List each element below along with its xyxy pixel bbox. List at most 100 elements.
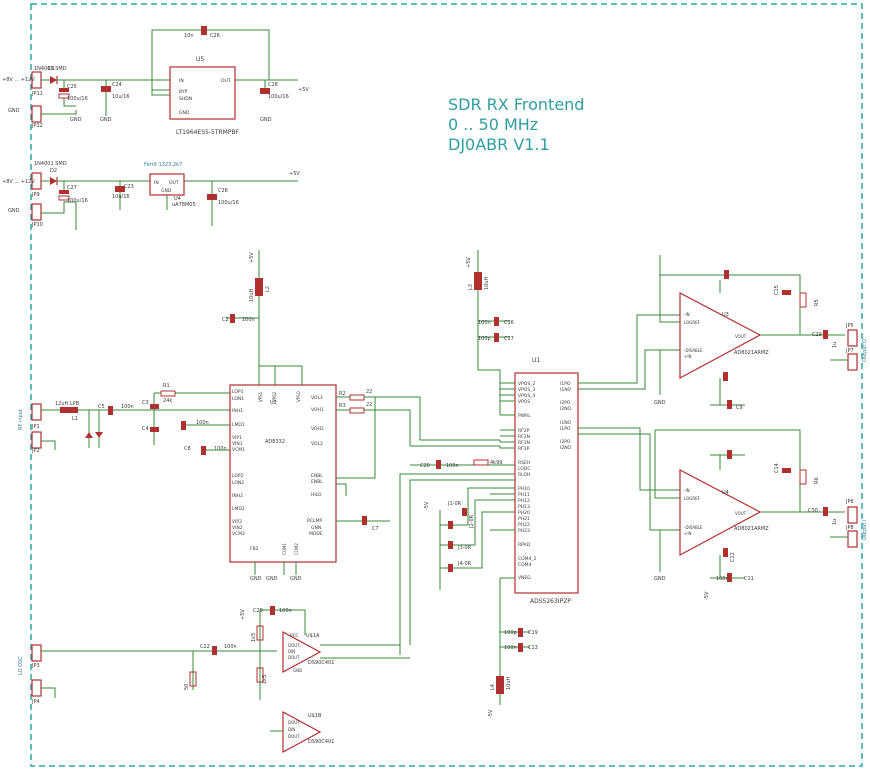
c2-name: C2 bbox=[222, 317, 229, 323]
u1-pin-vpos2: VPOS_2 bbox=[518, 381, 535, 387]
u1-pin-lodc: LODC bbox=[518, 466, 531, 472]
u2-bottom-pins: COM1 COM2 bbox=[282, 543, 299, 555]
u2-name: U2 bbox=[270, 400, 277, 406]
jp7-label: JP7 bbox=[845, 348, 854, 354]
cap-c5 bbox=[108, 406, 113, 415]
resistor-r6 bbox=[799, 469, 807, 485]
resistor-r2 bbox=[349, 394, 365, 401]
u2-pin-lop2: LOP2 bbox=[232, 473, 244, 479]
u2-pin-inh1: INH1 bbox=[232, 408, 243, 414]
u1-pin-i2po: I2PO bbox=[560, 400, 571, 406]
pwr-b-label: +8V ... +12V bbox=[2, 179, 35, 185]
u4r-name: U4 bbox=[174, 196, 181, 202]
u1-part: ADS5263IPZP bbox=[530, 598, 571, 605]
connector-jp10[interactable]: JP10 bbox=[31, 203, 43, 228]
u4-gnd: GND bbox=[654, 576, 666, 582]
lo-osc-label: LO OSC bbox=[18, 656, 24, 675]
jp3-label: JP3 bbox=[31, 663, 40, 669]
r5-name: R5 bbox=[814, 299, 820, 306]
r1-name: R1 bbox=[163, 383, 170, 389]
connector-jp1[interactable]: JP1 bbox=[31, 403, 42, 430]
jumper-j3[interactable] bbox=[448, 541, 453, 549]
u1-pin-rseh: RSEH bbox=[518, 460, 530, 466]
jumper-j2[interactable] bbox=[462, 508, 467, 516]
connector-jp5[interactable]: JP5 bbox=[845, 323, 858, 347]
c7-name: C7 bbox=[372, 526, 379, 532]
u1-pin-rf3n: RF3N bbox=[518, 440, 530, 446]
cap-c22 bbox=[212, 646, 217, 655]
u1-pin-com42: COM4_2 bbox=[518, 556, 537, 562]
u1-pin-i2no: I2NO bbox=[560, 406, 572, 412]
jp6-label: JP6 bbox=[845, 499, 854, 505]
gnd-label-1: GND bbox=[8, 108, 20, 114]
c16-name: C16 bbox=[504, 320, 514, 326]
u4-name: U4 bbox=[722, 490, 729, 496]
jp9-label: JP9 bbox=[31, 192, 40, 198]
connector-jp12[interactable]: JP12 bbox=[31, 105, 43, 129]
u2-pin-rclmp: RCLMP bbox=[307, 518, 322, 524]
c17-name: C17 bbox=[504, 336, 514, 342]
c23-value: 10u/16 bbox=[112, 194, 130, 200]
cap-c27 bbox=[59, 190, 69, 194]
gnd-2: GND bbox=[100, 117, 112, 123]
c26-name: C26 bbox=[210, 33, 220, 39]
r2-value: 22 bbox=[366, 389, 372, 395]
d1-part: 1N4001 SMD bbox=[34, 66, 67, 72]
d2-name: D2 bbox=[50, 168, 57, 174]
gnd-3: GND bbox=[260, 117, 272, 123]
c19-name: C19 bbox=[528, 630, 538, 636]
p5v-label-1: +5V bbox=[298, 87, 309, 93]
u1-pin-q2po: I2PO bbox=[560, 439, 571, 445]
jp5-label: JP5 bbox=[845, 323, 854, 329]
c4-name: C4 bbox=[142, 426, 149, 432]
u1-pin-vpos3: VPOS_3 bbox=[518, 387, 535, 393]
u1-pin-rpad: RPAD bbox=[518, 542, 531, 548]
u2-pin-hilo: HILO bbox=[311, 492, 322, 498]
cap-c9 bbox=[727, 400, 732, 409]
resistor-r4 bbox=[473, 459, 489, 466]
cap-c7 bbox=[362, 516, 367, 525]
c30-name: C30 bbox=[808, 508, 818, 514]
u2-pin-vip1: VIP1 bbox=[232, 435, 242, 441]
r2-name: R2 bbox=[339, 391, 346, 397]
jumper-j1[interactable] bbox=[448, 521, 453, 529]
u1a-pin-dout2: DOUT bbox=[288, 655, 300, 660]
driver-u1b: U$1B DS90C401 DOUT DIN DOUT bbox=[282, 710, 334, 754]
cap-c2 bbox=[230, 314, 235, 323]
c26-value: 10n bbox=[184, 33, 194, 39]
connector-jp11[interactable]: JP11 bbox=[31, 71, 43, 97]
r1-value: 24k bbox=[163, 398, 172, 404]
connector-jp7[interactable]: JP7 bbox=[845, 348, 858, 371]
connector-jp9[interactable]: JP9 bbox=[31, 172, 42, 198]
u2-pin-voh2: VOH2 bbox=[311, 426, 324, 432]
jp8-label: JP8 bbox=[845, 525, 854, 531]
inductor-l4 bbox=[496, 676, 504, 694]
jp1-label: JP1 bbox=[31, 424, 40, 430]
c3-name: C3 bbox=[142, 400, 149, 406]
jumper-j4[interactable] bbox=[448, 564, 453, 572]
connector-jp6[interactable]: JP6 bbox=[845, 499, 858, 524]
m5v-vneg: -5V bbox=[488, 709, 494, 718]
c23-name: C23 bbox=[124, 184, 134, 190]
j3-label: J3-0R bbox=[457, 545, 472, 551]
connector-jp8[interactable]: JP8 bbox=[845, 525, 858, 548]
u1b-part: DS90C401 bbox=[308, 739, 334, 745]
c28-value: 100u/16 bbox=[268, 94, 289, 100]
resistor-r12 bbox=[256, 667, 264, 683]
u1-name: U1 bbox=[532, 357, 540, 364]
connector-jp3[interactable]: JP3 bbox=[31, 644, 42, 669]
j4-label: J4-0R bbox=[457, 561, 472, 567]
c22-value: 100n bbox=[224, 644, 237, 650]
u4-pin-vout: VOUT bbox=[735, 511, 747, 516]
connector-jp4[interactable]: JP4 bbox=[31, 679, 42, 705]
u1a-pin-gnd: GND bbox=[293, 668, 302, 673]
u5-pin-gnd: GND bbox=[179, 110, 190, 116]
c28b-value: 100u/16 bbox=[218, 200, 239, 206]
gnd-label-2: GND bbox=[8, 208, 20, 214]
jp10-label: JP10 bbox=[31, 222, 43, 228]
p5v-lo: +5V bbox=[240, 609, 246, 620]
u4-pin-disable: -DISABLE bbox=[684, 525, 703, 530]
u2-pin-com1: COM1 bbox=[282, 543, 287, 555]
connector-jp2[interactable]: JP2 bbox=[31, 431, 42, 454]
power-section-2: JP9 JP10 +8V ... +12V GND D2 1N4001 SMD … bbox=[2, 161, 300, 230]
